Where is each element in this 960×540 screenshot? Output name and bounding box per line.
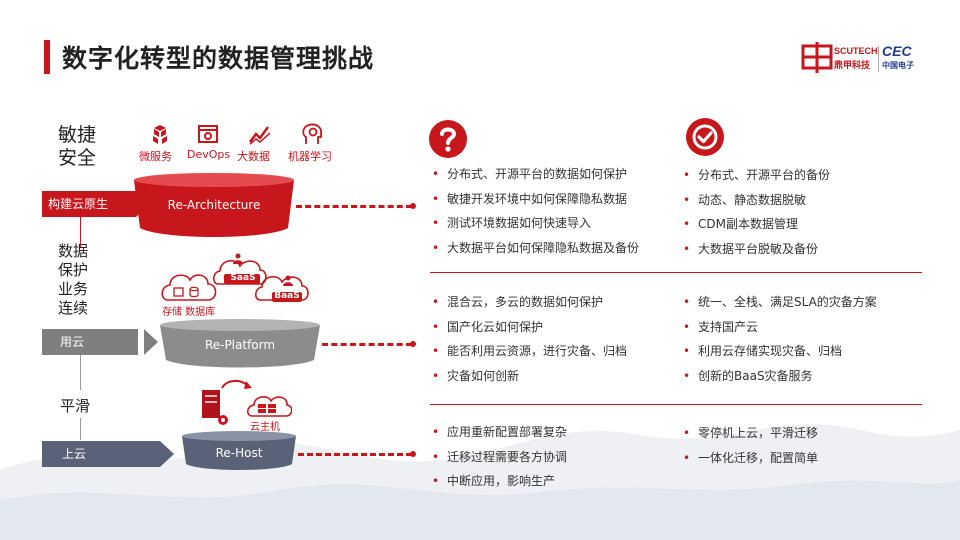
brain-gear-icon	[302, 123, 322, 144]
section-divider	[430, 272, 922, 273]
cubes-icon	[153, 125, 167, 144]
list-item: CDM副本数据管理	[680, 212, 830, 237]
list-item: 零停机上云，平滑迁移	[680, 421, 818, 446]
list-item: 大数据平台如何保障隐私数据及备份	[429, 236, 639, 261]
connector-dot	[410, 451, 416, 457]
baas-label: BaaS	[274, 291, 300, 301]
cloud-host-label: 云主机	[250, 422, 280, 433]
re-host-cylinder	[182, 431, 296, 470]
connector-dot	[410, 203, 416, 209]
list-item: 灾备如何创新	[429, 364, 627, 389]
saas-label: SaaS	[230, 273, 256, 283]
cloud-services-icon	[161, 253, 309, 302]
question-list-architecture: 分布式、开源平台的数据如何保护 敏捷开发环境中如何保障隐私数据 测试环境数据如何…	[429, 162, 639, 260]
logo-divider	[878, 46, 879, 72]
list-item: 测试环境数据如何快速导入	[429, 211, 639, 236]
agile-security-label: 敏捷安全	[58, 124, 97, 169]
logo-cec-text: CEC	[882, 43, 912, 59]
section-divider	[430, 404, 922, 405]
list-item: 统一、全栈、满足SLA的灾备方案	[680, 290, 877, 315]
list-item: 动态、静态数据脱敏	[680, 188, 830, 213]
check-circle-icon	[692, 124, 718, 150]
left-connector	[80, 418, 81, 440]
feature-label: 机器学习	[288, 150, 332, 163]
list-item: 一体化迁移，配置简单	[680, 446, 818, 471]
solution-list-platform: 统一、全栈、满足SLA的灾备方案 支持国产云 利用云存储实现灾备、归档 创新的B…	[680, 290, 877, 388]
question-list-host: 应用重新配置部署复杂 迁移过程需要各方协调 中断应用，影响生产	[429, 420, 567, 494]
solution-list-host: 零停机上云，平滑迁移 一体化迁移，配置简单	[680, 421, 818, 470]
question-icon	[440, 127, 457, 152]
tag-cloud-native: 构建云原生	[42, 191, 136, 217]
data-protection-label: 数据保护业务连续	[58, 242, 89, 317]
list-item: 支持国产云	[680, 315, 877, 340]
title-accent-bar	[44, 40, 50, 74]
question-list-platform: 混合云，多云的数据如何保护 国产化云如何保护 能否利用云资源，进行灾备、归档 灾…	[429, 290, 627, 388]
question-badge	[429, 120, 467, 158]
logo-cec-sub: 中国电子	[882, 61, 914, 70]
connector-line	[298, 453, 412, 456]
smooth-label: 平滑	[60, 397, 91, 415]
tag-use-cloud: 用云	[42, 329, 138, 355]
logo-scutech-text: SCUTECH	[834, 46, 878, 56]
list-item: 分布式、开源平台的备份	[680, 163, 830, 188]
tag-arrow	[144, 329, 158, 355]
list-item: 敏捷开发环境中如何保障隐私数据	[429, 187, 639, 212]
check-badge	[686, 118, 724, 156]
list-item: 中断应用，影响生产	[429, 469, 567, 494]
company-logo: SCUTECH 鼎甲科技 CEC 中国电子	[800, 38, 920, 78]
scutech-logo-icon	[801, 42, 833, 73]
list-item: 利用云存储实现灾备、归档	[680, 339, 877, 364]
tag-arrow	[160, 441, 174, 467]
list-item: 迁移过程需要各方协调	[429, 445, 567, 470]
re-architecture-cylinder	[134, 173, 294, 237]
list-item: 混合云，多云的数据如何保护	[429, 290, 627, 315]
storage-database-label: 存储 数据库	[162, 307, 216, 318]
list-item: 应用重新配置部署复杂	[429, 420, 567, 445]
left-connector	[80, 355, 81, 390]
connector-line	[322, 343, 412, 346]
list-item: 大数据平台脱敏及备份	[680, 237, 830, 262]
left-connector	[80, 217, 81, 247]
list-item: 国产化云如何保护	[429, 315, 627, 340]
feature-label: 微服务	[139, 150, 172, 163]
list-item: 分布式、开源平台的数据如何保护	[429, 162, 639, 187]
layer-architecture-label: Re-Architecture	[167, 198, 261, 212]
re-platform-cylinder	[160, 319, 320, 368]
page-title: 数字化转型的数据管理挑战	[62, 44, 375, 73]
chart-line-icon	[249, 126, 271, 145]
layer-host-label: Re-Host	[215, 446, 263, 460]
server-migration-icon	[202, 380, 292, 425]
tag-to-cloud: 上云	[42, 441, 160, 467]
list-item: 创新的BaaS灾备服务	[680, 364, 877, 389]
connector-line	[296, 205, 412, 208]
connector-dot	[410, 341, 416, 347]
layer-platform-label: Re-Platform	[204, 338, 276, 352]
solution-list-architecture: 分布式、开源平台的备份 动态、静态数据脱敏 CDM副本数据管理 大数据平台脱敏及…	[680, 163, 830, 261]
devops-icon	[198, 125, 218, 143]
logo-dingjia-text: 鼎甲科技	[834, 61, 871, 71]
list-item: 能否利用云资源，进行灾备、归档	[429, 339, 627, 364]
feature-label: 大数据	[237, 150, 270, 163]
feature-label: DevOps	[187, 148, 231, 161]
